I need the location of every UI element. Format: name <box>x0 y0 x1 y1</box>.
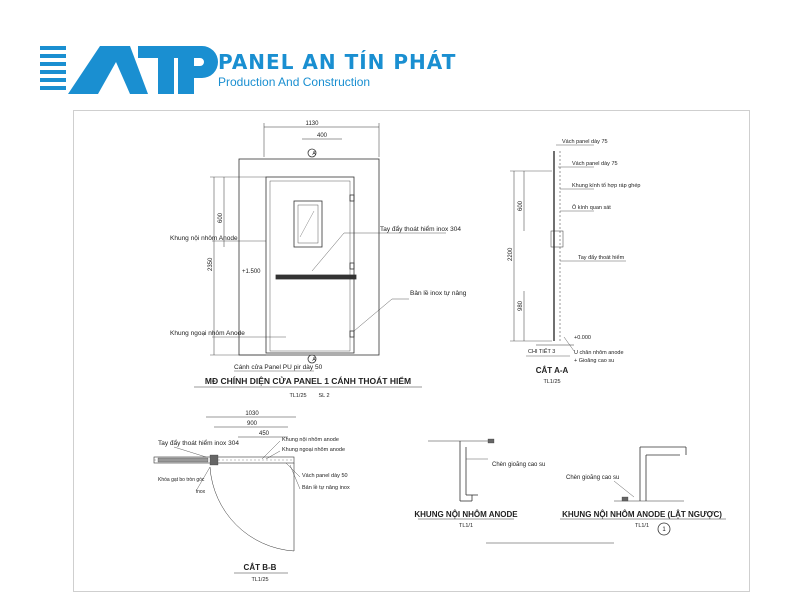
logo-letter-p <box>178 46 218 94</box>
label-inner-frame: Khung nội nhôm Anode <box>170 235 238 242</box>
level-mark: +1.500 <box>242 269 261 275</box>
bb-dim-total: 1030 <box>245 411 259 417</box>
section-mark-top: A <box>312 151 316 157</box>
dim-total-height: 2350 <box>208 257 214 271</box>
front-view-labels: 1130 400 A A 2350 600 +1.500 Khung nội n… <box>170 121 467 399</box>
logo-letter-t-stem <box>158 58 174 94</box>
brand-subtitle: Production And Construction <box>218 75 371 89</box>
aa-label-wall-panel-2: Vách panel dày 75 <box>572 161 618 167</box>
bb-scale: TL1/25 <box>251 577 268 583</box>
bb-label-stop-2: inox <box>196 489 206 495</box>
aa-dim-total: 2200 <box>508 247 514 261</box>
aa-level: +0.000 <box>574 335 591 341</box>
bb-label-outer-frame: Khung ngoại nhôm anode <box>282 447 345 453</box>
aa-label-glass: Ô kính quan sát <box>572 204 611 211</box>
aa-label-u-foot: U chân nhôm anode <box>574 350 624 356</box>
dim-handle: 400 <box>317 133 328 139</box>
aa-label-gasket: + Gioăng cao su <box>574 358 614 364</box>
fd2-callout: 1 <box>662 527 666 533</box>
dim-upper: 600 <box>218 212 224 223</box>
label-hinge: Bản lề inox tự nâng <box>410 288 467 297</box>
aa-scale: TL1/25 <box>543 379 560 385</box>
dim-total-width: 1130 <box>306 121 320 127</box>
bb-label-stop: Khóa gạt bo tròn góc <box>158 477 205 483</box>
front-view-title: MĐ CHÍNH DIỆN CỬA PANEL 1 CÁNH THOÁT HIỂ… <box>205 375 411 386</box>
section-bb-labels: 1030 900 450 Tay đẩy thoát hiểm inox 304… <box>158 411 350 583</box>
label-outer-frame: Khung ngoại nhôm Anode <box>170 330 245 337</box>
fd2-scale: TL1/1 <box>635 523 649 529</box>
brand-title: PANEL AN TÍN PHÁT <box>218 50 457 74</box>
aa-label-wall-panel: Vách panel dày 75 <box>562 139 608 145</box>
frame-detail-labels: Chèn gioăng cao su KHUNG NỘI NHÔM ANODE … <box>414 462 722 533</box>
aa-detail: CHI TIẾT 3 <box>528 348 555 355</box>
front-view-qty: SL 2 <box>318 393 329 399</box>
front-view-scale: TL1/25 <box>289 393 306 399</box>
logo-stripes <box>40 46 66 90</box>
fd2-title: KHUNG NỘI NHÔM ANODE (LẬT NGƯỢC) <box>562 510 722 519</box>
section-aa <box>510 144 626 357</box>
section-aa-labels: Vách panel dày 75 Vách panel dày 75 Khun… <box>508 139 640 385</box>
frame-detail-2 <box>486 446 726 544</box>
bb-label-wall: Vách panel dày 50 <box>302 473 348 479</box>
aa-dim-lower: 980 <box>518 300 524 311</box>
bb-label-hinge: Bản lề tự nâng inox <box>302 485 350 491</box>
front-view <box>194 123 446 388</box>
bb-dim-mid: 900 <box>247 421 258 427</box>
fd1-title: KHUNG NỘI NHÔM ANODE <box>414 510 518 519</box>
aa-title: CẮT A-A <box>536 366 569 375</box>
aa-dim-upper: 600 <box>518 200 524 211</box>
bb-label-push-bar: Tay đẩy thoát hiểm inox 304 <box>158 439 239 447</box>
fd1-label: Chèn gioăng cao su <box>492 462 545 468</box>
aa-label-glass-frame: Khung kính tổ hợp ráp ghép <box>572 182 640 189</box>
fd1-scale: TL1/1 <box>459 523 473 529</box>
fd2-label: Chèn gioăng cao su <box>566 475 619 481</box>
bb-label-inner-frame: Khung nội nhôm anode <box>282 437 339 443</box>
aa-label-push-bar: Tay đẩy thoát hiểm <box>578 254 625 261</box>
bb-title: CẮT B-B <box>244 563 277 572</box>
bb-dim-small: 450 <box>259 431 270 437</box>
section-bb <box>153 416 301 574</box>
atp-logo <box>40 46 218 94</box>
technical-drawing: 1130 400 A A 2350 600 +1.500 Khung nội n… <box>153 121 726 583</box>
frame-detail-1 <box>418 438 514 520</box>
label-push-bar: Tay đẩy thoát hiểm inox 304 <box>380 225 461 233</box>
section-mark-bottom: A <box>312 357 316 363</box>
drawing-sheet: 1130 400 A A 2350 600 +1.500 Khung nội n… <box>73 110 750 592</box>
label-leaf: Cánh cửa Panel PU pir dày 50 <box>234 363 323 371</box>
logo-letter-a <box>68 46 148 94</box>
